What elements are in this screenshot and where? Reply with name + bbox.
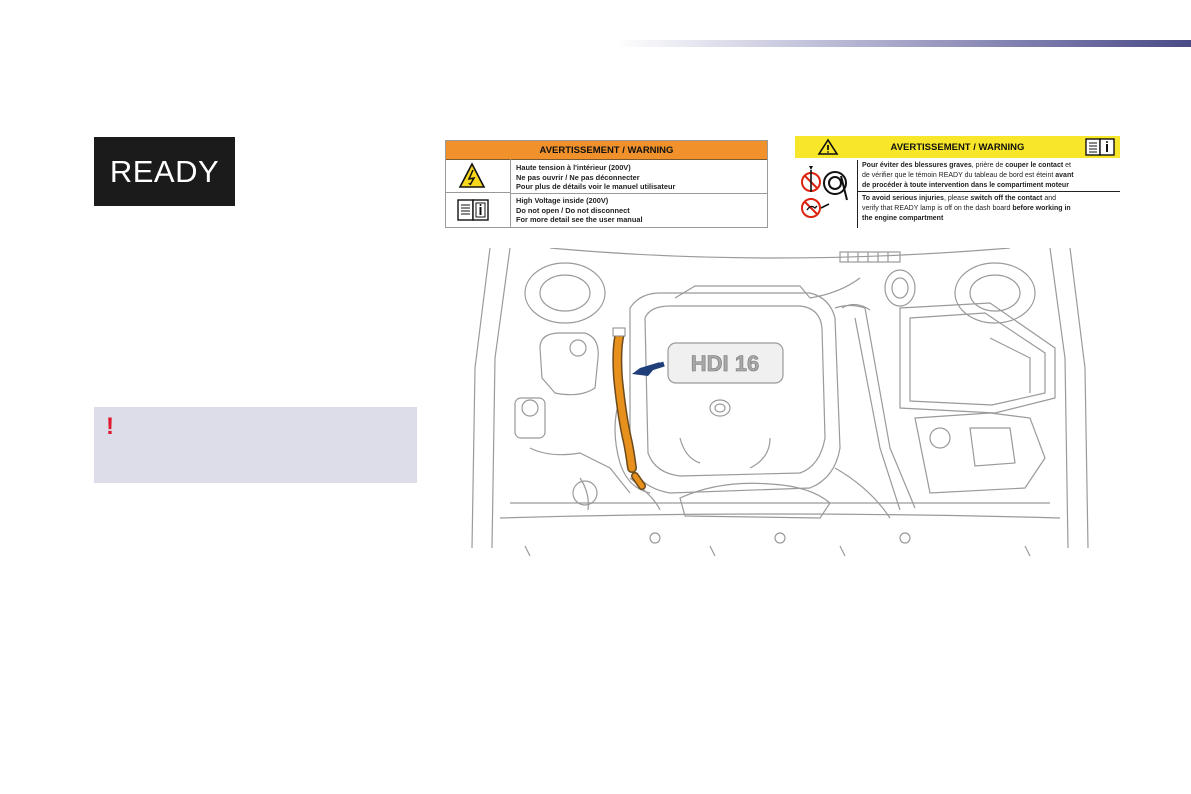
en-bold: To avoid serious injuries	[862, 195, 944, 202]
arrow-indicator	[632, 361, 665, 376]
high-voltage-icon	[458, 162, 486, 188]
french-warning-text: Haute tension à l'intérieur (200V) Ne pa…	[516, 163, 675, 192]
fr-line: Haute tension à l'intérieur (200V)	[516, 163, 631, 172]
engine-compartment-illustration: HDI 16	[471, 248, 1089, 556]
fr-line-1: Pour éviter des blessures graves, prière…	[862, 161, 1074, 171]
label-header-text: AVERTISSEMENT / WARNING	[890, 141, 1025, 153]
english-warning-text: To avoid serious injuries, please switch…	[862, 194, 1071, 223]
ready-indicator: READY	[94, 137, 235, 206]
en-line: Do not open / Do not disconnect	[516, 205, 630, 215]
manual-book-icon	[457, 199, 489, 221]
fr-line-2: de vérifier que le témoin READY du table…	[862, 171, 1074, 181]
en-line: For more detail see the user manual	[516, 215, 643, 225]
en-bold: before working in	[1012, 204, 1071, 212]
text-divider	[857, 191, 1120, 192]
fr-bold: couper le contact	[1005, 162, 1064, 169]
label-icons	[795, 160, 858, 228]
manual-book-icon	[1085, 138, 1115, 156]
fr-bold: de procéder à toute intervention dans le…	[862, 181, 1069, 189]
french-warning-text: Pour éviter des blessures graves, prière…	[862, 161, 1074, 190]
fr-line: Ne pas ouvrir / Ne pas déconnecter	[516, 172, 640, 182]
english-warning-text: High Voltage inside (200V) Do not open /…	[516, 196, 643, 225]
en-bold: the engine compartment	[862, 214, 944, 222]
en-text: , please	[943, 195, 971, 202]
text-divider	[510, 193, 767, 194]
warning-note-box: !	[94, 407, 417, 483]
en-line: High Voltage inside (200V)	[516, 196, 609, 205]
ready-text: READY	[109, 153, 220, 189]
label-header: AVERTISSEMENT / WARNING	[795, 136, 1120, 158]
label-icons	[446, 159, 511, 227]
en-line-3: the engine compartment	[862, 214, 1071, 224]
fr-line-3: de procéder à toute intervention dans le…	[862, 181, 1074, 191]
fr-line: Pour plus de détails voir le manuel util…	[516, 182, 676, 192]
en-line-1: To avoid serious injuries, please switch…	[862, 194, 1071, 204]
warning-triangle-icon	[817, 138, 839, 155]
engine-cover-text: HDI 16	[691, 351, 759, 376]
fr-bold: Pour éviter des blessures graves	[862, 162, 972, 169]
fr-bold: avant	[1055, 171, 1074, 179]
header-gradient-bar	[615, 40, 1191, 47]
exclamation-icon: !	[106, 413, 114, 440]
high-voltage-warning-label: AVERTISSEMENT / WARNING Haute tension à …	[445, 140, 768, 228]
injury-warning-label: AVERTISSEMENT / WARNING Pour év	[795, 136, 1120, 229]
fr-text: de vérifier que le témoin READY du table…	[862, 171, 1056, 179]
en-text: verify that READY lamp is off on the das…	[862, 204, 1013, 212]
label-header: AVERTISSEMENT / WARNING	[446, 141, 767, 160]
fr-text: , prière de	[971, 162, 1006, 169]
en-line-2: verify that READY lamp is off on the das…	[862, 204, 1071, 214]
high-voltage-cable	[612, 327, 646, 490]
en-text: and	[1042, 195, 1056, 202]
no-hands-near-belt-icon	[801, 166, 848, 218]
fr-text: et	[1063, 162, 1071, 169]
icon-divider	[446, 192, 510, 193]
en-bold: switch off the contact	[970, 195, 1043, 202]
